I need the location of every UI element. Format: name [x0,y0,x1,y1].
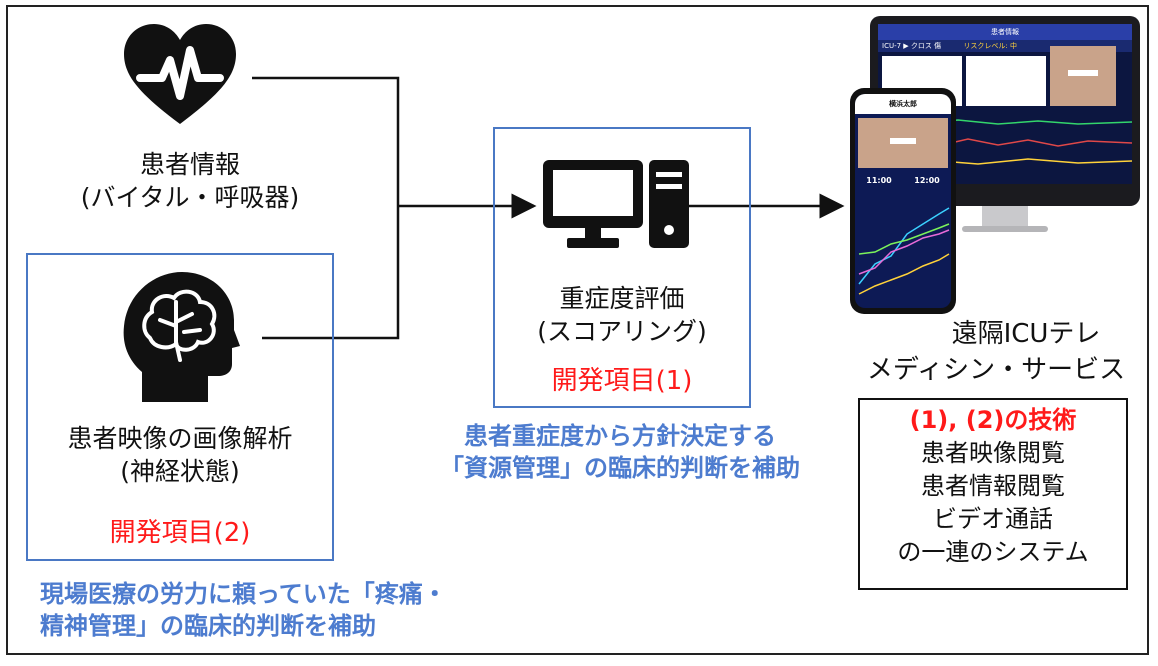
monitor-header: 患者情報 [878,24,1132,40]
tech-box-content: (1), (2)の技術 患者映像閲覧 患者情報閲覧 ビデオ通話 の一連のシステム [858,404,1128,569]
patient-info-subtitle: (バイタル・呼吸器) [80,183,300,212]
pain-note-line1: 現場医療の労力に頼っていた「疼痛・ [40,580,447,608]
severity-title: 重症度評価 [559,284,685,313]
outer-frame [6,5,1149,655]
service-line2: メディシン・サービス [866,355,1126,385]
severity-note: 患者重症度から方針決定する 「資源管理」の臨床的判断を補助 [385,420,855,484]
brain-head-icon [123,272,240,402]
monitor-task-table [966,56,1046,106]
phone-time-2: 12:00 [914,176,940,185]
patient-video-label: 患者映像の画像解析 (神経状態) [28,422,332,488]
patient-info-label: 患者情報 (バイタル・呼吸器) [40,148,340,214]
dev-item-1-box [493,127,751,408]
patient-info-title: 患者情報 [139,150,240,179]
monitor-stand [982,206,1028,228]
monitor-risk: リスクレベル: 中 [963,42,1017,50]
devices-illustration: 患者情報 ICU-7 ▶ クロス 傷 リスクレベル: 中 横浜太郎 [850,16,1142,316]
severity-note-line1: 患者重症度から方針決定する [464,422,776,450]
dev-item-2-box [26,253,334,561]
phone-screen: 横浜太郎 11:00 12:00 [855,94,951,308]
monitor-patient-video [1050,46,1116,106]
phone-time-1: 11:00 [866,176,892,185]
tech-box [858,398,1128,590]
tech-item: 患者情報閲覧 [921,472,1065,500]
tech-box-heading: (1), (2)の技術 [909,406,1077,434]
severity-label: 重症度評価 (スコアリング) [495,282,749,348]
pain-note: 現場医療の労力に頼っていた「疼痛・ 精神管理」の臨床的判断を補助 [40,578,600,642]
tech-item: 患者映像閲覧 [921,439,1065,467]
patient-video-subtitle: (神経状態) [120,457,240,486]
monitor-subheader: ICU-7 ▶ クロス 傷 [882,42,942,50]
severity-subtitle: (スコアリング) [537,317,707,346]
computer-icon [543,160,689,248]
phone-header: 横浜太郎 [855,94,951,114]
service-label: 遠隔ICUテレ メディシン・サービス [846,316,1146,388]
monitor-base [962,226,1048,232]
phone-trend-chart [858,207,950,295]
patient-video-title: 患者映像の画像解析 [67,424,293,453]
tech-item: ビデオ通話 [933,505,1053,533]
service-line1: 遠隔ICUテレ [951,319,1101,349]
dev-item-2-label: 開発項目(2) [109,518,251,548]
phone-body: 横浜太郎 11:00 12:00 [850,88,956,314]
severity-note-line2: 「資源管理」の臨床的判断を補助 [440,454,800,482]
heart-icon [124,24,236,124]
line-from-patient-info [252,76,400,340]
pain-note-line2: 精神管理」の臨床的判断を補助 [40,612,376,640]
tech-item: の一連のシステム [897,538,1089,566]
phone-patient-video [858,118,948,168]
dev-item-1-label: 開発項目(1) [551,366,693,396]
